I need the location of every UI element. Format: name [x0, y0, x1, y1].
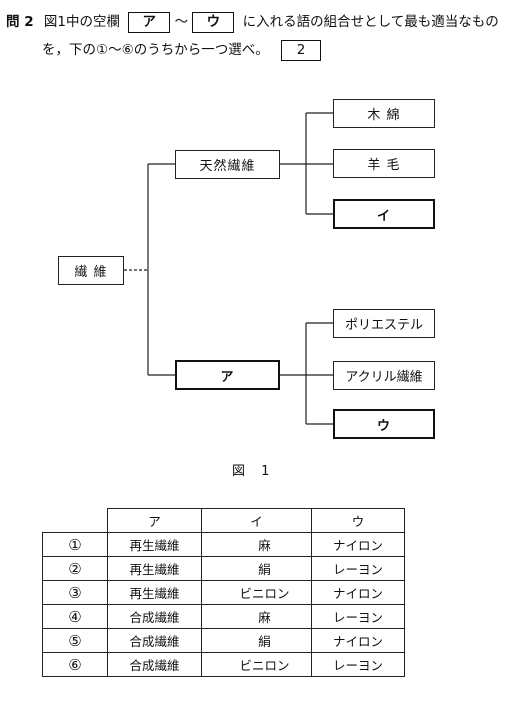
choice-number: ⑥: [42, 652, 108, 677]
choice-number: ①: [42, 532, 108, 557]
figure-caption: 図 1: [232, 464, 276, 479]
cell-a: 合成繊維: [107, 604, 202, 629]
cell-u: レーヨン: [311, 652, 405, 677]
choices-table: ア イ ウ ① 再生繊維 麻 ナイロン ② 再生繊維 絹 レーヨン ③ 再生繊維…: [42, 508, 405, 677]
table-row: ① 再生繊維 麻 ナイロン: [42, 532, 405, 557]
header-u: ウ: [311, 508, 405, 533]
node-cotton: 木 綿: [333, 99, 435, 128]
node-fiber: 繊 維: [58, 256, 124, 285]
cell-u: ナイロン: [311, 580, 405, 605]
node-blank-a: ア: [175, 360, 280, 390]
cell-a: 合成繊維: [107, 628, 202, 653]
node-blank-u: ウ: [333, 409, 435, 439]
cell-u: ナイロン: [311, 532, 405, 557]
node-acrylic-fiber: アクリル繊維: [333, 361, 435, 390]
table-row: ③ 再生繊維 ビニロン ナイロン: [42, 580, 405, 605]
cell-i: 麻: [201, 604, 312, 629]
blank-box-u: ウ: [192, 11, 235, 33]
diagram-connectors: [124, 112, 333, 425]
cell-u: レーヨン: [311, 556, 405, 581]
blank-box-a: ア: [128, 11, 171, 33]
cell-u: ナイロン: [311, 628, 405, 653]
tilde: 〜: [174, 14, 189, 30]
cell-i: 絹: [201, 556, 312, 581]
cell-i: ビニロン: [201, 652, 312, 677]
choice-number: ③: [42, 580, 108, 605]
table-row: ⑤ 合成繊維 絹 ナイロン: [42, 628, 405, 653]
node-polyester: ポリエステル: [333, 309, 435, 338]
cell-a: 再生繊維: [107, 532, 202, 557]
answer-box: 2: [281, 39, 322, 61]
question-number: 問 2: [6, 14, 34, 30]
question-text-a: 図1中の空欄: [43, 14, 120, 30]
question-text-c: を，下の①〜⑥のうちから一つ選べ。: [42, 42, 269, 58]
table-row: ⑥ 合成繊維 ビニロン レーヨン: [42, 652, 405, 677]
cell-i: ビニロン: [201, 580, 312, 605]
header-empty-cell: [42, 508, 108, 533]
table-header-row: ア イ ウ: [42, 508, 405, 533]
question-text-b: に入れる語の組合せとして最も適当なもの: [242, 14, 499, 30]
node-natural-fiber: 天然繊維: [175, 150, 280, 179]
question-line-1: 問 2 図1中の空欄 ア 〜 ウ に入れる語の組合せとして最も適当なもの: [6, 10, 499, 33]
question-line-2: を，下の①〜⑥のうちから一つ選べ。 2: [42, 38, 322, 61]
header-a: ア: [107, 508, 202, 533]
cell-a: 再生繊維: [107, 580, 202, 605]
cell-a: 再生繊維: [107, 556, 202, 581]
choice-number: ⑤: [42, 628, 108, 653]
cell-a: 合成繊維: [107, 652, 202, 677]
table-row: ② 再生繊維 絹 レーヨン: [42, 556, 405, 581]
choice-number: ②: [42, 556, 108, 581]
choice-number: ④: [42, 604, 108, 629]
cell-i: 絹: [201, 628, 312, 653]
node-blank-i: イ: [333, 199, 435, 229]
header-i: イ: [201, 508, 312, 533]
table-row: ④ 合成繊維 麻 レーヨン: [42, 604, 405, 629]
node-wool: 羊 毛: [333, 149, 435, 178]
cell-i: 麻: [201, 532, 312, 557]
cell-u: レーヨン: [311, 604, 405, 629]
